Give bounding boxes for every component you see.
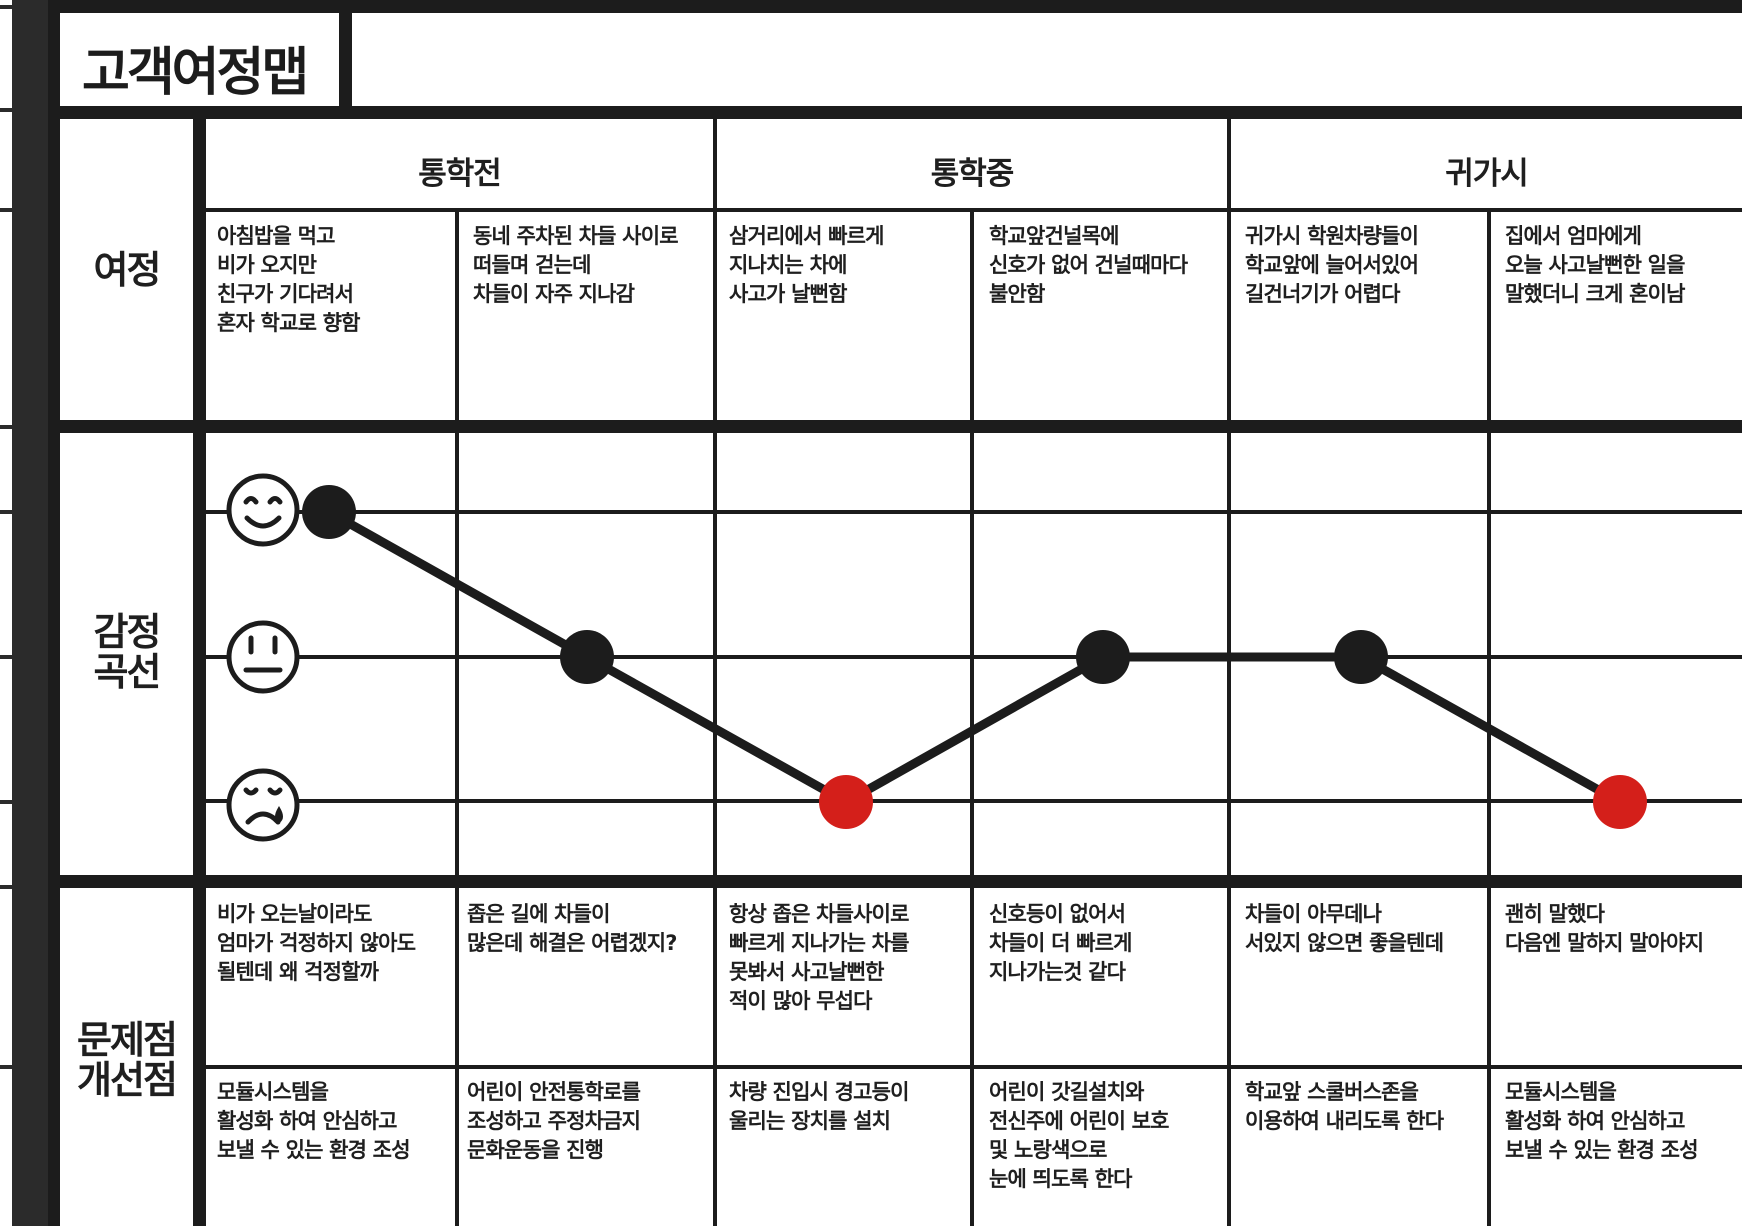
emotion-curve-line	[326, 508, 1623, 807]
stage-header-returning-home: 귀가시	[1445, 156, 1529, 192]
spine-tick	[0, 510, 12, 514]
spine-tick	[0, 655, 12, 659]
stage-header-during-commute: 통학중	[930, 156, 1015, 192]
improvement-text: 모듈시스템을 활성화 하여 안심하고 보낼 수 있는 환경 조성	[1505, 1080, 1699, 1162]
frame-label-divider	[193, 112, 206, 1226]
improvement-text: 모듈시스템을 활성화 하여 안심하고 보낼 수 있는 환경 조성	[217, 1080, 411, 1162]
spine-tick	[0, 208, 12, 212]
neutral-face-icon	[226, 620, 300, 694]
emotion-point	[1334, 630, 1388, 684]
crying-face-icon	[226, 768, 300, 842]
improvement-text: 어린이 안전통학로를 조성하고 주정차금지 문화운동을 진행	[467, 1080, 641, 1162]
journey-step-text: 동네 주차된 차들 사이로 떠들며 걷는데 차들이 자주 지나감	[473, 224, 679, 306]
problem-text: 괜히 말했다 다음엔 말하지 말아야지	[1505, 902, 1704, 955]
emotion-point	[302, 485, 356, 539]
spine-tick	[0, 1065, 12, 1069]
problem-text: 항상 좁은 차들사이로 빠르게 지나가는 차를 못봐서 사고날뻔한 적이 많아 …	[729, 902, 910, 1013]
spine-tick	[0, 800, 12, 804]
frame-title-divider	[339, 13, 352, 108]
frame-journey-bottom-bar	[52, 420, 1742, 433]
journey-step-text: 아침밥을 먹고 비가 오지만 친구가 기다려서 혼자 학교로 향함	[217, 224, 360, 335]
page-title: 고객여정맵	[82, 43, 309, 103]
frame-header-bar	[52, 106, 1742, 119]
journey-step-text: 귀가시 학원차량들이 학교앞에 늘어서있어 길건너기가 어렵다	[1245, 224, 1419, 306]
journey-step-text: 집에서 엄마에게 오늘 사고날뻔한 일을 말했더니 크게 혼이남	[1505, 224, 1686, 306]
journey-step-text: 학교앞건널목에 신호가 없어 건널때마다 불안함	[989, 224, 1188, 306]
stage-header-before-school: 통학전	[418, 156, 502, 192]
spine-tick	[0, 425, 12, 429]
journey-step-text: 삼거리에서 빠르게 지나치는 차에 사고가 날뻔함	[729, 224, 884, 306]
problem-text: 차들이 아무데나 서있지 않으면 좋을텐데	[1245, 902, 1444, 955]
frame-emotion-bottom-bar	[52, 875, 1742, 888]
improvement-text: 어린이 갓길설치와 전신주에 어린이 보호 및 노랑색으로 눈에 띄도록 한다	[989, 1080, 1170, 1191]
happy-face-icon	[226, 473, 300, 547]
emotion-point-low-highlight	[819, 775, 873, 829]
improvement-text: 학교앞 스쿨버스존을 이용하여 내리도록 한다	[1245, 1080, 1444, 1133]
frame-top-bar	[52, 0, 1742, 13]
improvement-text: 차량 진입시 경고등이 울리는 장치를 설치	[729, 1080, 910, 1133]
row-label-journey: 여정	[93, 248, 162, 292]
problem-text: 신호등이 없어서 차들이 더 빠르게 지나가는것 같다	[989, 902, 1132, 984]
row-label-problems-improvements: 문제점 개선점	[77, 1018, 178, 1102]
emotion-point	[560, 630, 614, 684]
emotion-point-low-highlight	[1593, 775, 1647, 829]
spine-tick	[0, 5, 12, 9]
spine-tick	[0, 108, 12, 112]
emotion-point	[1076, 630, 1130, 684]
problem-text: 좁은 길에 차들이 많은데 해결은 어렵겠지?	[467, 902, 677, 955]
row-label-emotion-curve: 감정 곡선	[93, 610, 162, 694]
binder-spine	[12, 0, 48, 1226]
spine-tick	[0, 885, 12, 889]
problem-text: 비가 오는날이라도 엄마가 걱정하지 않아도 될텐데 왜 걱정할까	[217, 902, 416, 984]
frame-left-bar	[48, 0, 60, 1226]
